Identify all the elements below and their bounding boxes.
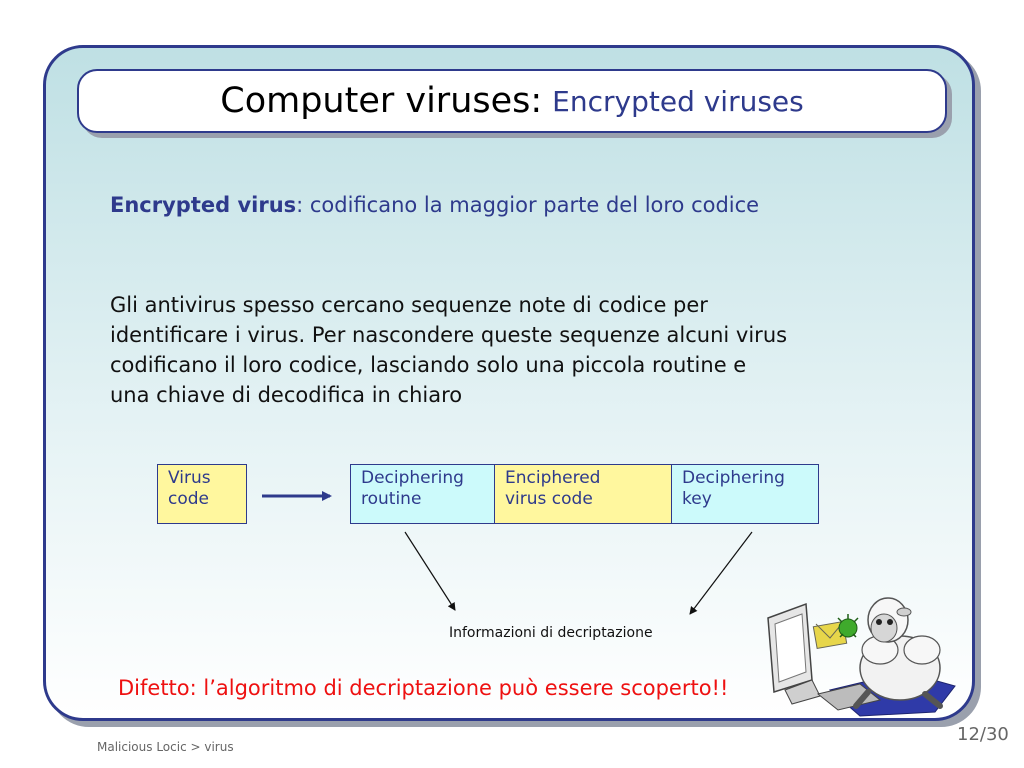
intro-term: Encrypted virus [110,193,297,217]
intro-rest: : codificano la maggior parte del loro c… [296,193,760,217]
intro-line: Encrypted virus: codificano la maggior p… [110,193,759,217]
decryption-info-label: Informazioni di decriptazione [449,625,653,641]
deciphering-routine-label-2: routine [361,489,422,509]
title-main: Computer viruses: [220,81,543,121]
deciphering-key-box: Deciphering key [671,464,819,524]
slide-title: Computer viruses: Encrypted viruses [77,69,947,133]
enciphered-code-box: Enciphered virus code [494,464,672,524]
deciphering-routine-box: Deciphering routine [350,464,495,524]
warning-text: Difetto: l’algoritmo di decriptazione pu… [118,676,729,700]
virus-code-label-1: Virus [168,468,211,488]
deciphering-key-label-1: Deciphering [682,468,785,488]
enciphered-code-label-2: virus code [505,489,593,509]
paragraph-line: codificano il loro codice, lasciando sol… [110,353,747,377]
page-number: 12/30 [957,724,1009,745]
deciphering-key-label-2: key [682,489,712,509]
virus-code-label-2: code [168,489,209,509]
deciphering-routine-label-1: Deciphering [361,468,464,488]
paragraph-line: una chiave di decodifica in chiaro [110,383,463,407]
sheep-at-computer-icon [767,597,956,717]
paragraph-line: Gli antivirus spesso cercano sequenze no… [110,293,708,317]
slide-panel [43,45,975,721]
footer-breadcrumb: Malicious Locic > virus [97,740,234,754]
key-pointer-arrow [689,531,753,615]
body-paragraph: Gli antivirus spesso cercano sequenze no… [110,290,910,410]
title-subtitle: Encrypted viruses [552,84,804,118]
paragraph-line: identificare i virus. Per nascondere que… [110,323,788,347]
enciphered-code-label-1: Enciphered [505,468,601,488]
virus-code-box: Virus code [157,464,247,524]
routine-pointer-arrow [404,531,456,611]
